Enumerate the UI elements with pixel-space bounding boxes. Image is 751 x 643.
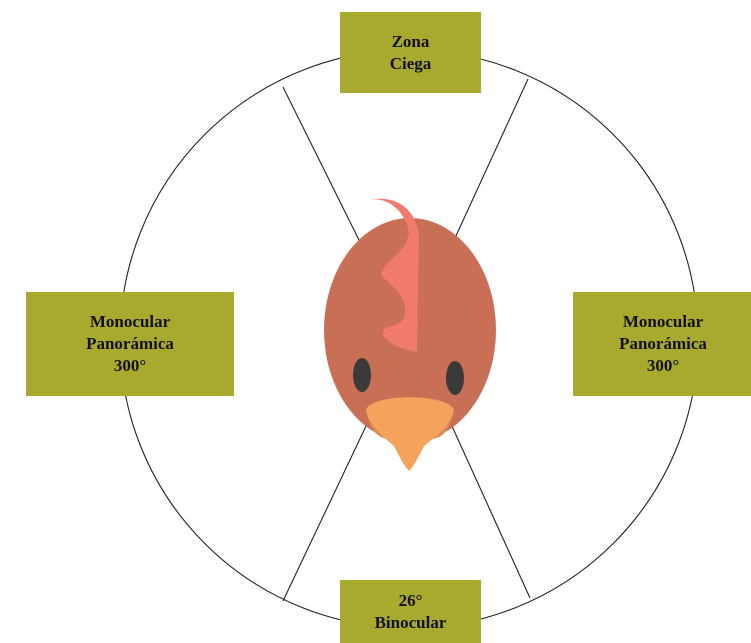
blind-zone-label: Zona Ciega	[340, 12, 481, 93]
monocular-left-text: Monocular Panorámica 300°	[86, 311, 174, 377]
monocular-right-text: Monocular Panorámica 300°	[619, 311, 707, 377]
blind-zone-text: Zona Ciega	[390, 31, 432, 75]
monocular-left-label: Monocular Panorámica 300°	[26, 292, 234, 396]
chicken-head-icon	[324, 199, 496, 471]
blind-zone-right-line	[455, 79, 528, 238]
monocular-right-label: Monocular Panorámica 300°	[573, 292, 751, 396]
binocular-label: 26° Binocular	[340, 580, 481, 643]
blind-zone-left-line	[283, 87, 360, 242]
binocular-text: 26° Binocular	[375, 590, 447, 634]
binocular-left-line	[283, 424, 367, 601]
right-eye	[446, 361, 464, 395]
left-eye	[353, 358, 371, 392]
binocular-right-line	[451, 424, 530, 598]
